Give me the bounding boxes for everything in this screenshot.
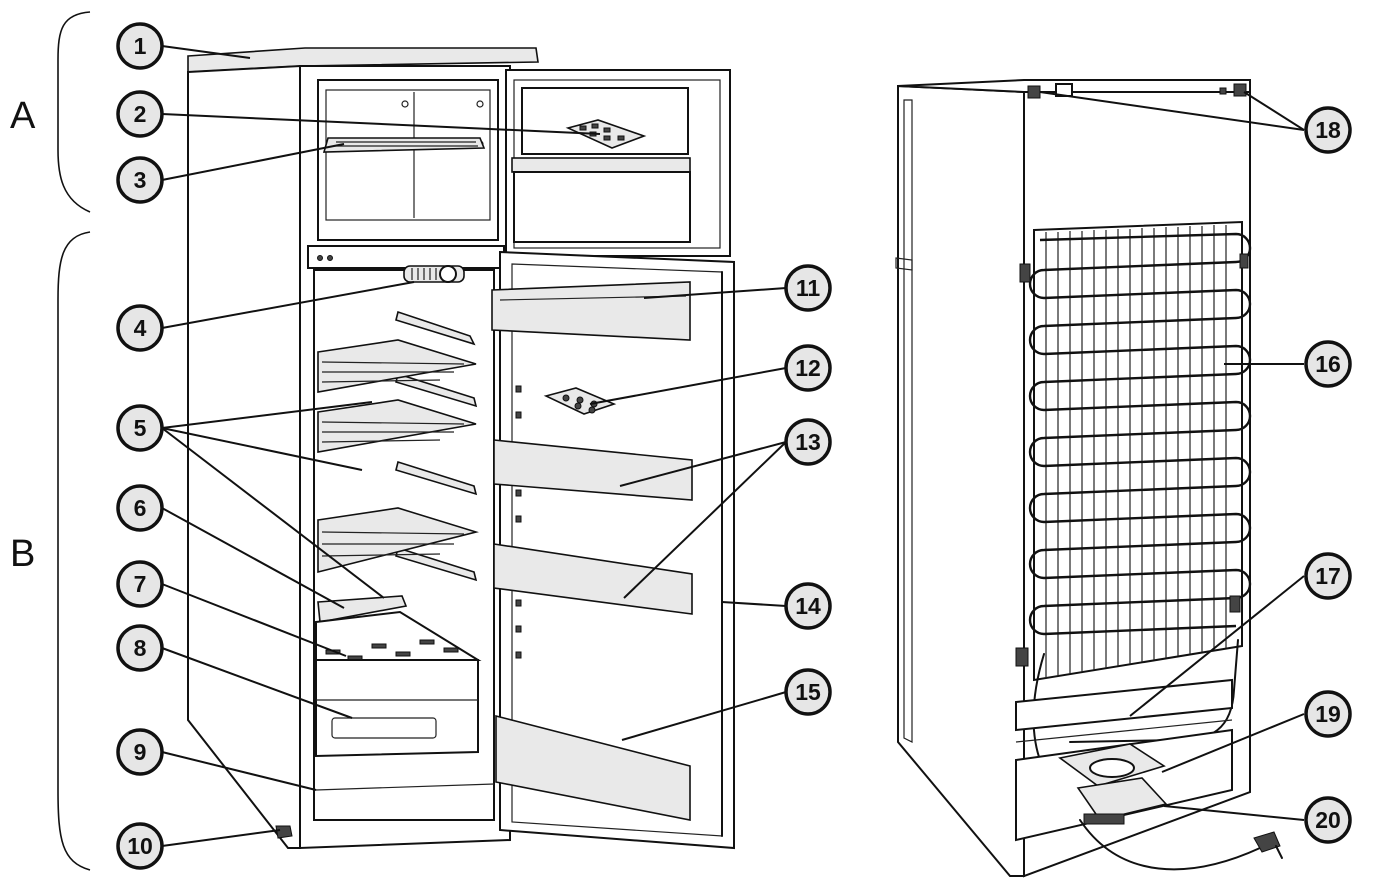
svg-text:17: 17 xyxy=(1315,563,1341,589)
compartment-divider xyxy=(307,245,505,269)
power-plug xyxy=(1253,831,1281,853)
callout-17: 17 xyxy=(1304,552,1352,600)
svg-text:15: 15 xyxy=(795,679,821,705)
callout-14: 14 xyxy=(784,582,832,630)
svg-text:10: 10 xyxy=(127,833,153,859)
callout-20: 20 xyxy=(1304,796,1352,844)
crisper-cover xyxy=(317,595,408,623)
callout-18: 18 xyxy=(1304,106,1352,154)
power-cable xyxy=(1079,819,1261,871)
callout-3: 3 xyxy=(116,156,164,204)
svg-text:14: 14 xyxy=(795,593,821,619)
spacer-right xyxy=(1233,83,1247,97)
dairy-compartment xyxy=(491,281,691,341)
svg-text:12: 12 xyxy=(795,355,821,381)
section-braces: A B xyxy=(10,11,91,871)
svg-text:4: 4 xyxy=(134,315,147,341)
svg-text:16: 16 xyxy=(1315,351,1341,377)
callout-13: 13 xyxy=(784,418,832,466)
fridge-front-view xyxy=(187,47,735,850)
callout-5: 5 xyxy=(116,404,164,452)
svg-text:1: 1 xyxy=(134,33,147,59)
fridge-rear-view xyxy=(895,79,1283,878)
svg-text:11: 11 xyxy=(796,275,821,301)
condenser-coil xyxy=(1015,220,1252,682)
svg-text:18: 18 xyxy=(1315,117,1341,143)
callout-7: 7 xyxy=(116,560,164,608)
door-balcony-upper xyxy=(493,439,693,501)
brace-a xyxy=(57,11,91,213)
callout-12: 12 xyxy=(784,344,832,392)
callout-10: 10 xyxy=(116,822,164,870)
freezer-inner xyxy=(325,89,491,221)
svg-text:9: 9 xyxy=(134,739,147,765)
callout-16: 16 xyxy=(1304,340,1352,388)
rear-crossbar xyxy=(1015,678,1233,732)
svg-text:19: 19 xyxy=(1315,701,1341,727)
spacer-left xyxy=(1027,85,1041,99)
svg-text:5: 5 xyxy=(134,415,147,441)
callout-19: 19 xyxy=(1304,690,1352,738)
freezer-door-shelf xyxy=(511,157,691,173)
callout-2: 2 xyxy=(116,90,164,138)
callout-8: 8 xyxy=(116,624,164,672)
svg-text:3: 3 xyxy=(134,167,147,193)
door-balcony-middle xyxy=(493,543,693,615)
callout-6: 6 xyxy=(116,484,164,532)
section-label-a: A xyxy=(10,95,36,137)
svg-text:8: 8 xyxy=(134,635,147,661)
drawer-handle xyxy=(331,717,437,739)
ice-tray xyxy=(565,119,647,149)
brace-b xyxy=(57,231,91,871)
bottle-balcony xyxy=(495,714,691,821)
svg-text:13: 13 xyxy=(795,429,821,455)
cabinet-side-panel xyxy=(187,64,301,849)
freezer-compartment xyxy=(317,79,499,241)
callout-9: 9 xyxy=(116,728,164,776)
callout-11: 11 xyxy=(784,264,832,312)
adjustable-foot xyxy=(275,825,293,839)
svg-text:6: 6 xyxy=(134,495,147,521)
svg-text:20: 20 xyxy=(1315,807,1341,833)
callout-4: 4 xyxy=(116,304,164,352)
section-label-b: B xyxy=(10,533,35,575)
shelf-supports xyxy=(395,310,478,582)
callout-1: 1 xyxy=(116,22,164,70)
compressor xyxy=(1076,777,1168,821)
crisper-drawer xyxy=(315,659,479,758)
wire-shelves xyxy=(317,339,479,574)
svg-text:2: 2 xyxy=(134,101,147,127)
leader-lines xyxy=(161,45,1305,847)
callout-15: 15 xyxy=(784,668,832,716)
rear-side-panel xyxy=(897,84,1025,877)
svg-text:7: 7 xyxy=(134,571,147,597)
